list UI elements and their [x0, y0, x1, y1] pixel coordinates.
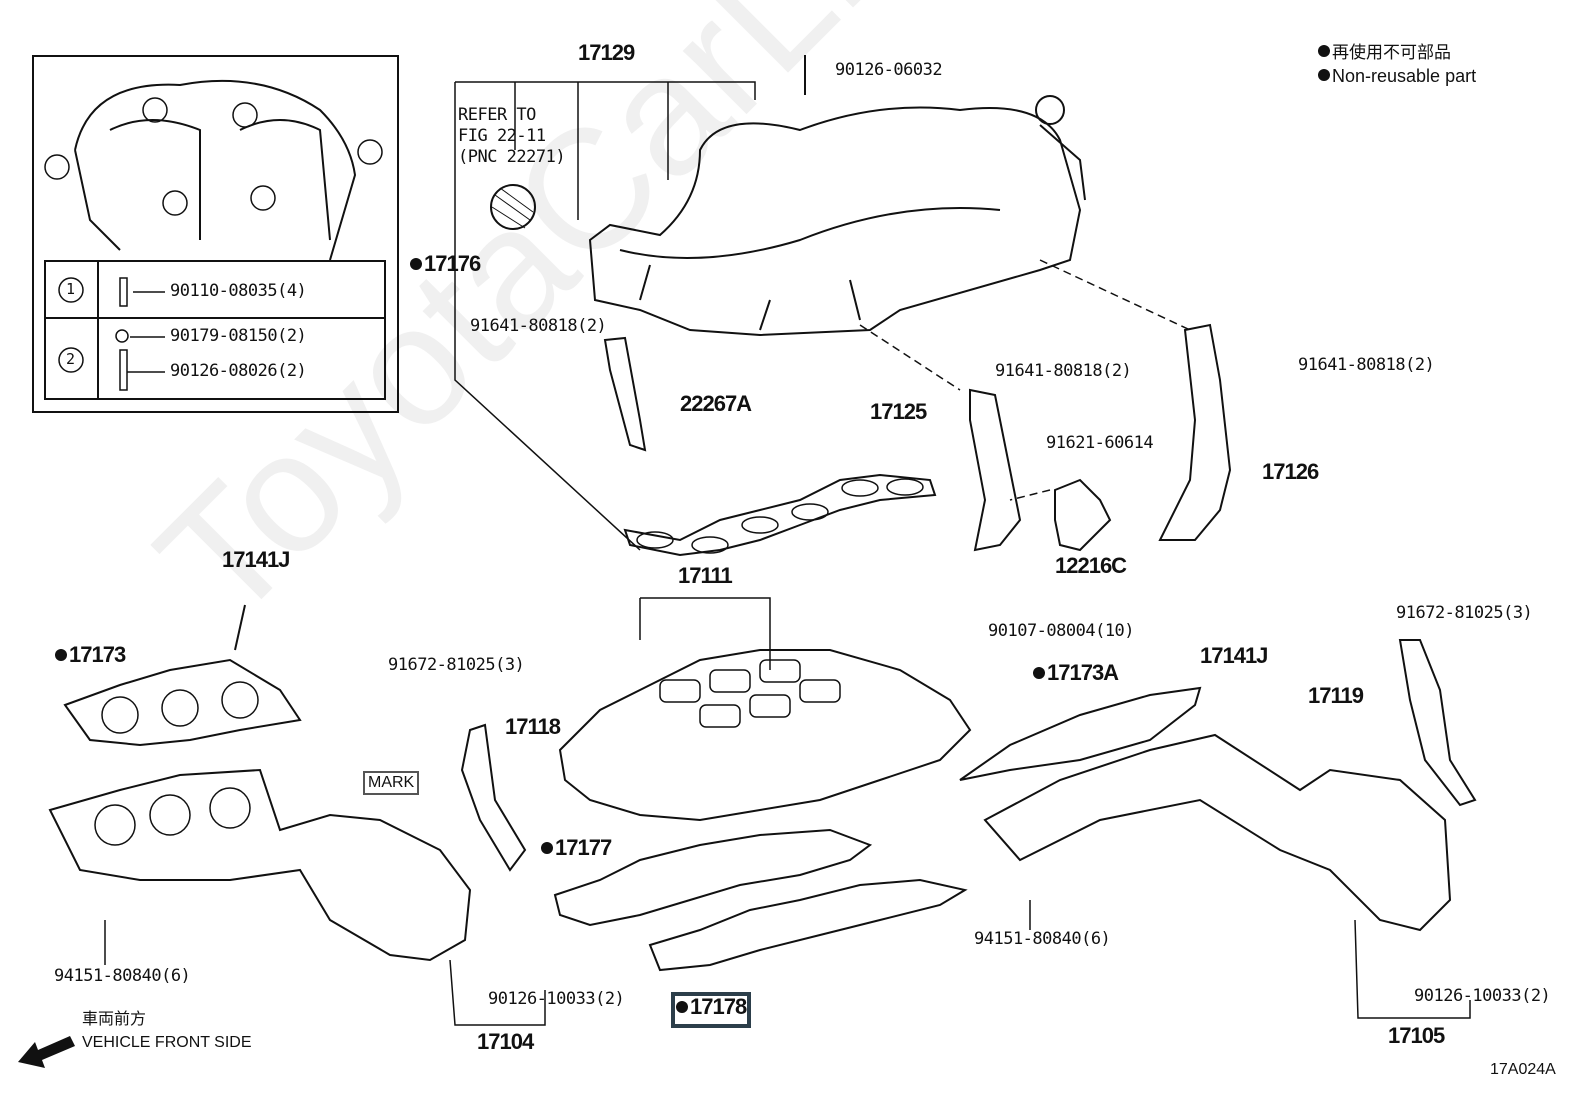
part-90179-08150: 90179-08150(2) — [170, 326, 307, 346]
label-17118: 17118 — [505, 714, 561, 739]
label-91641-80818-a: 91641-80818(2) — [470, 316, 607, 336]
refer-line1: REFER TO — [458, 105, 536, 125]
stay-17119 — [1398, 639, 1477, 807]
gasket-17177 — [553, 828, 873, 927]
stay-22267A — [603, 336, 647, 452]
label-17177: 17177 — [541, 837, 612, 859]
part-90126-08026: 90126-08026(2) — [170, 361, 307, 381]
refer-line3: (PNC 22271) — [458, 147, 566, 167]
bracket-12216C — [1054, 478, 1112, 552]
inset-circle-2: 2 — [66, 350, 75, 368]
gasket-17176 — [623, 473, 937, 557]
lower-intake-17111 — [558, 649, 972, 822]
label-91641-80818-c: 91641-80818(2) — [1298, 355, 1435, 375]
label-91672-81025-a: 91672-81025(3) — [388, 655, 525, 675]
refer-line2: FIG 22-11 — [458, 126, 546, 146]
label-90107-08004: 90107-08004(10) — [988, 621, 1135, 641]
figure-id: 17A024A — [1490, 1061, 1556, 1078]
inset-circle-1: 1 — [66, 280, 75, 298]
label-17111: 17111 — [678, 563, 733, 588]
legend-en: Non-reusable part — [1318, 67, 1476, 85]
intake-plenum — [588, 106, 1082, 337]
label-17141J-left: 17141J — [222, 547, 290, 572]
exhaust-manifold-17105 — [983, 733, 1452, 932]
label-91672-81025-b: 91672-81025(3) — [1396, 603, 1533, 623]
label-94151-80840-left: 94151-80840(6) — [54, 966, 191, 986]
filter-screen — [490, 184, 536, 230]
front-label-en: VEHICLE FRONT SIDE — [82, 1034, 252, 1051]
part-90110-08035: 90110-08035(4) — [170, 281, 307, 301]
mark-label: MARK — [363, 771, 420, 795]
label-17176: 17176 — [410, 253, 481, 275]
front-label-ja: 車両前方 — [82, 1011, 147, 1028]
label-17141J-right: 17141J — [1200, 643, 1268, 668]
stay-17126 — [1158, 323, 1232, 541]
inset-frame — [32, 55, 399, 413]
label-17126: 17126 — [1262, 459, 1319, 484]
inset-table — [44, 260, 386, 400]
label-94151-80840-right: 94151-80840(6) — [974, 929, 1111, 949]
label-90126-10033-left: 90126-10033(2) — [488, 989, 625, 1009]
stay-17118 — [460, 723, 527, 872]
exhaust-manifold-17104 — [48, 768, 472, 962]
label-90126-06032: 90126-06032 — [835, 60, 943, 80]
label-17104: 17104 — [477, 1029, 534, 1054]
vehicle-front-arrow — [18, 1036, 75, 1068]
gasket-17173A — [959, 686, 1202, 781]
legend-ja: 再使用不可部品 — [1318, 44, 1451, 61]
label-90126-10033-right: 90126-10033(2) — [1414, 986, 1551, 1006]
label-12216C: 12216C — [1055, 553, 1127, 578]
inset-manifold — [74, 79, 357, 261]
label-17119: 17119 — [1308, 683, 1364, 708]
gasket-17173 — [63, 658, 302, 747]
label-17173A: 17173A — [1033, 662, 1119, 684]
label-17178: 17178 — [676, 996, 747, 1018]
label-17129: 17129 — [578, 40, 635, 65]
inset-callouts — [44, 97, 383, 216]
stay-17125 — [969, 388, 1022, 552]
label-22267A: 22267A — [680, 391, 752, 416]
label-91641-80818-b: 91641-80818(2) — [995, 361, 1132, 381]
gasket-17178 — [648, 878, 968, 972]
label-17125: 17125 — [870, 399, 927, 424]
label-91621-60614: 91621-60614 — [1046, 433, 1154, 453]
label-17173: 17173 — [55, 644, 126, 666]
label-17105: 17105 — [1388, 1023, 1445, 1048]
